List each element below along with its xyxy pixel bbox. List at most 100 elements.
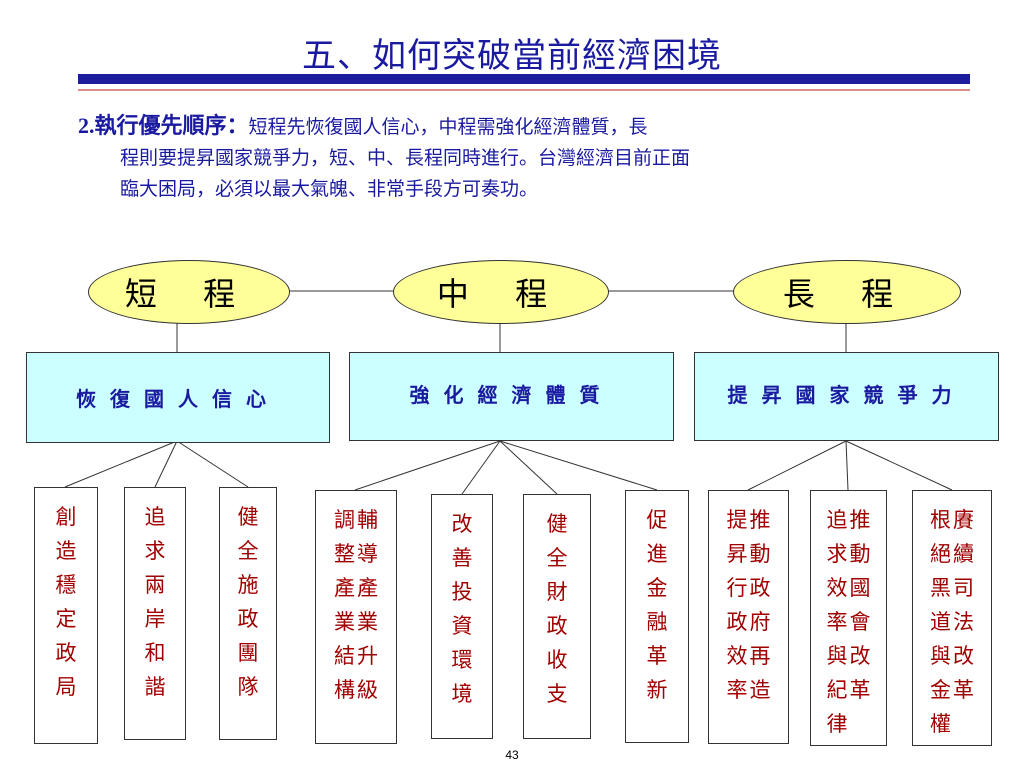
action-char: 穩 (55, 573, 77, 597)
action-text-column: 促進金融革新 (647, 503, 668, 742)
action-char: 紀 (826, 678, 848, 702)
action-char: 隊 (237, 675, 259, 699)
action-char: 導 (357, 542, 378, 566)
action-char: 革 (953, 678, 974, 702)
action-char: 資 (451, 614, 473, 638)
action-char: 業 (334, 610, 355, 634)
action-char: 促 (646, 508, 668, 532)
action-create-stable-politics: 創造穩定政局 (34, 487, 98, 744)
action-char: 道 (930, 610, 951, 634)
action-improve-investment: 改善投資環境 (431, 494, 493, 739)
action-char: 財 (546, 580, 568, 604)
action-text-column: 追求效率與紀律 (827, 503, 848, 745)
action-text-column: 輔導產業升級 (357, 503, 378, 743)
action-text-column: 追求兩岸和諧 (145, 500, 166, 739)
action-text-column: 健全施政團隊 (238, 500, 259, 739)
action-char: 昇 (726, 542, 748, 566)
action-sound-governance-team: 健全施政團隊 (219, 487, 277, 740)
intro-line-2: 程則要提昇國家競爭力，短、中、長程同時進行。台灣經濟目前正面 (120, 147, 691, 169)
action-char: 局 (55, 675, 77, 699)
action-government-reengineering: 推動政府再造提昇行政效率 (708, 490, 789, 744)
action-char: 金 (646, 576, 668, 600)
action-char: 升 (357, 644, 378, 668)
action-char: 革 (849, 678, 871, 702)
action-char: 黑 (930, 576, 951, 600)
phase-mid-ellipse: 中 程 (393, 260, 609, 324)
action-char: 兩 (144, 573, 166, 597)
action-char: 與 (930, 644, 951, 668)
action-char: 政 (55, 641, 77, 665)
action-char: 革 (646, 644, 668, 668)
action-char: 全 (546, 546, 568, 570)
action-char: 推 (749, 508, 771, 532)
action-char: 和 (144, 641, 166, 665)
action-char: 權 (930, 712, 951, 736)
action-char: 政 (546, 614, 568, 638)
action-char: 構 (334, 678, 355, 702)
page-title: 五、如何突破當前經濟困境 (302, 36, 722, 76)
action-char: 結 (334, 644, 355, 668)
action-char: 改 (849, 644, 871, 668)
action-char: 金 (930, 678, 951, 702)
action-sound-public-finance: 健全財政收支 (523, 494, 591, 739)
goal-mid-box: 強化經濟體質 (349, 352, 674, 441)
action-char: 全 (237, 539, 259, 563)
action-char: 施 (237, 573, 259, 597)
action-text-column: 根絕黑道與金權 (930, 503, 951, 745)
action-text-column: 提昇行政效率 (727, 503, 748, 743)
title-underline-thick (78, 74, 970, 84)
title-underline-thin (78, 89, 970, 91)
action-char: 造 (749, 678, 771, 702)
action-char: 政 (726, 610, 748, 634)
action-congress-reform: 推動國會改革追求效率與紀律 (810, 490, 887, 746)
action-industry-upgrade: 輔導產業升級調整產業結構 (315, 490, 397, 744)
action-text-column: 創造穩定政局 (56, 500, 77, 743)
intro-line-3: 臨大困局，必須以最大氣魄、非常手段方可奏功。 (120, 178, 539, 200)
action-char: 再 (749, 644, 771, 668)
action-char: 業 (357, 610, 378, 634)
action-char: 追 (826, 508, 848, 532)
intro-number: 2. (78, 113, 95, 138)
intro-paragraph: 2.執行優先順序：短程先恢復國人信心，中程需強化經濟體質，長 程則要提昇國家競爭… (78, 110, 988, 205)
goal-short-box: 恢復國人信心 (26, 352, 330, 443)
action-char: 率 (726, 678, 748, 702)
action-char: 產 (334, 576, 355, 600)
action-char: 續 (953, 542, 974, 566)
action-text-column: 推動政府再造 (750, 503, 771, 743)
action-char: 善 (451, 546, 473, 570)
action-char: 行 (726, 576, 748, 600)
action-char: 政 (237, 607, 259, 631)
action-char: 健 (546, 512, 568, 536)
action-char: 國 (849, 576, 871, 600)
action-char: 動 (749, 542, 771, 566)
action-char: 健 (237, 505, 259, 529)
action-char: 律 (826, 712, 848, 736)
action-cross-strait-harmony: 追求兩岸和諧 (124, 487, 186, 740)
action-char: 整 (334, 542, 355, 566)
action-char: 求 (144, 539, 166, 563)
action-char: 追 (144, 505, 166, 529)
action-char: 改 (451, 512, 473, 536)
action-text-column: 賡續司法改革 (953, 503, 974, 745)
action-char: 提 (726, 508, 748, 532)
action-char: 與 (826, 644, 848, 668)
action-char: 絕 (930, 542, 951, 566)
action-char: 進 (646, 542, 668, 566)
phase-short-ellipse: 短 程 (88, 260, 290, 324)
action-char: 創 (55, 505, 77, 529)
intro-line-1: 短程先恢復國人信心，中程需強化經濟體質，長 (248, 116, 648, 138)
action-char: 環 (451, 648, 473, 672)
action-char: 動 (849, 542, 871, 566)
action-char: 賡 (953, 508, 974, 532)
action-char: 調 (334, 508, 355, 532)
action-char: 會 (849, 610, 871, 634)
action-char: 岸 (144, 607, 166, 631)
action-text-column: 健全財政收支 (547, 507, 568, 738)
action-text-column: 改善投資環境 (452, 507, 473, 738)
action-char: 諧 (144, 675, 166, 699)
phase-long-ellipse: 長 程 (733, 260, 961, 324)
action-char: 效 (826, 576, 848, 600)
action-char: 團 (237, 641, 259, 665)
action-char: 融 (646, 610, 668, 634)
